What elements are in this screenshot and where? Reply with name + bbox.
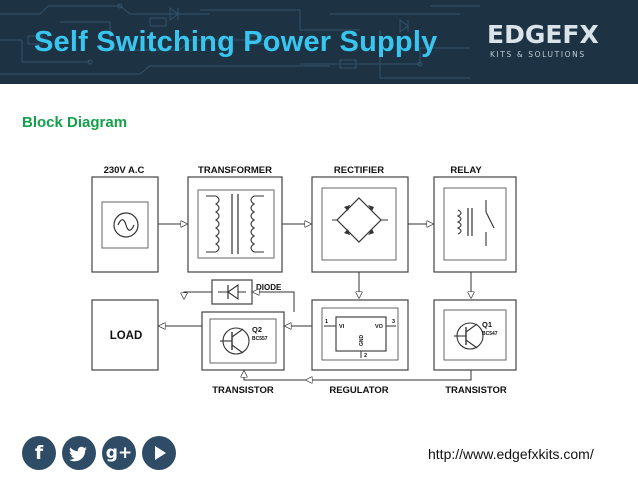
logo-wordmark: EDGEFX xyxy=(487,20,599,49)
rectifier-block xyxy=(311,176,409,273)
q1-transistor-block: Q1 BC547 xyxy=(433,299,517,371)
arrow-q2-to-diode xyxy=(253,292,295,312)
block-diagram: 230V A.C TRANSFORMER RECTIFIER RELAY xyxy=(91,165,517,396)
section-subtitle: Block Diagram xyxy=(22,114,128,131)
label-regulator: REGULATOR xyxy=(329,385,388,396)
arrow-regulator-to-q2-bottom xyxy=(244,371,306,381)
transformer-block xyxy=(187,176,283,273)
q1-part: BC547 xyxy=(482,331,498,337)
label-q1-transistor: TRANSISTOR xyxy=(445,385,507,396)
label-transformer: TRANSFORMER xyxy=(198,165,272,176)
relay-block xyxy=(433,176,517,273)
label-diode: DIODE xyxy=(256,283,282,292)
header-banner: Self Switching Power Supply EDGEFX KITS … xyxy=(0,0,638,84)
reg-vi: VI xyxy=(339,324,345,330)
logo-tagline: KITS & SOLUTIONS xyxy=(490,50,586,59)
reg-gnd: GND xyxy=(359,335,365,347)
reg-pin3: 3 xyxy=(392,319,395,325)
youtube-icon[interactable] xyxy=(142,436,176,470)
label-q2-transistor: TRANSISTOR xyxy=(212,385,274,396)
q1-name: Q1 xyxy=(482,320,492,329)
label-230v-ac: 230V A.C xyxy=(104,165,145,176)
google-plus-icon[interactable]: g+ xyxy=(102,436,136,470)
reg-pin1: 1 xyxy=(325,319,328,325)
play-glyph xyxy=(155,446,166,460)
arrow-diode-to-load xyxy=(184,291,212,299)
label-relay: RELAY xyxy=(450,165,482,176)
q2-transistor-block: Q2 BC557 xyxy=(201,311,285,371)
facebook-icon[interactable]: f xyxy=(22,436,56,470)
q2-part: BC557 xyxy=(252,336,268,342)
arrow-q1-to-regulator xyxy=(306,370,472,380)
label-load: LOAD xyxy=(110,330,143,342)
twitter-icon[interactable] xyxy=(62,436,96,470)
circuit-background-graphic xyxy=(0,3,480,79)
edgefx-logo: EDGEFX KITS & SOLUTIONS xyxy=(487,20,627,64)
twitter-bird-glyph xyxy=(69,446,87,462)
page-title: Self Switching Power Supply xyxy=(34,26,438,58)
load-block: LOAD xyxy=(91,299,159,371)
diode-block: DIODE xyxy=(211,279,282,305)
regulator-block: 1 3 VI VO GND 2 xyxy=(311,299,409,371)
q2-name: Q2 xyxy=(252,325,262,334)
website-url[interactable]: http://www.edgefxkits.com/ xyxy=(428,446,594,462)
reg-vo: VO xyxy=(375,324,384,330)
ac-source-block xyxy=(91,176,159,273)
reg-pin2: 2 xyxy=(364,353,367,359)
label-rectifier: RECTIFIER xyxy=(334,165,384,176)
